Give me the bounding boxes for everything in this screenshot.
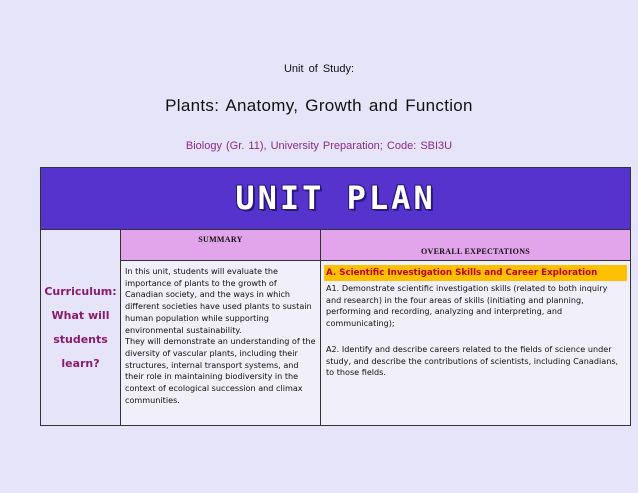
- overall-header-cell: OVERALL EXPECTATIONS: [319, 229, 632, 261]
- course-info: Biology (Gr. 11), University Preparation…: [185, 140, 453, 152]
- curriculum-question-line-2: students: [53, 332, 108, 346]
- summary-header-cell: SUMMARY: [120, 229, 321, 261]
- summary-paragraph-2: They will demonstrate an understanding o…: [125, 336, 316, 405]
- overall-expectations-header: OVERALL EXPECTATIONS: [420, 247, 531, 256]
- curriculum-cell: Curriculum: What will students learn?: [40, 229, 121, 426]
- unit-of-study-label: Unit of Study:: [283, 63, 355, 75]
- expectation-section-heading: A. Scientific Investigation Skills and C…: [324, 265, 628, 281]
- expectation-a2: A2. Identify and describe careers relate…: [326, 343, 619, 378]
- summary-paragraph-1: In this unit, students will evaluate the…: [125, 266, 312, 335]
- unit-plan-heading: UNIT PLAN: [235, 179, 436, 217]
- curriculum-label: Curriculum:: [44, 284, 117, 298]
- expectations-body-cell: A. Scientific Investigation Skills and C…: [319, 260, 632, 426]
- unit-plan-table: UNIT PLAN Curriculum: What will students…: [39, 167, 632, 426]
- page-title: Plants: Anatomy, Growth and Function: [165, 96, 473, 115]
- unit-plan-banner: UNIT PLAN: [39, 167, 632, 230]
- summary-body-cell: In this unit, students will evaluate the…: [120, 260, 321, 426]
- summary-header: SUMMARY: [198, 235, 243, 244]
- curriculum-question-line-1: What will: [51, 308, 110, 322]
- curriculum-question-line-3: learn?: [61, 356, 100, 370]
- expectation-a1: A1. Demonstrate scientific investigation…: [326, 283, 608, 329]
